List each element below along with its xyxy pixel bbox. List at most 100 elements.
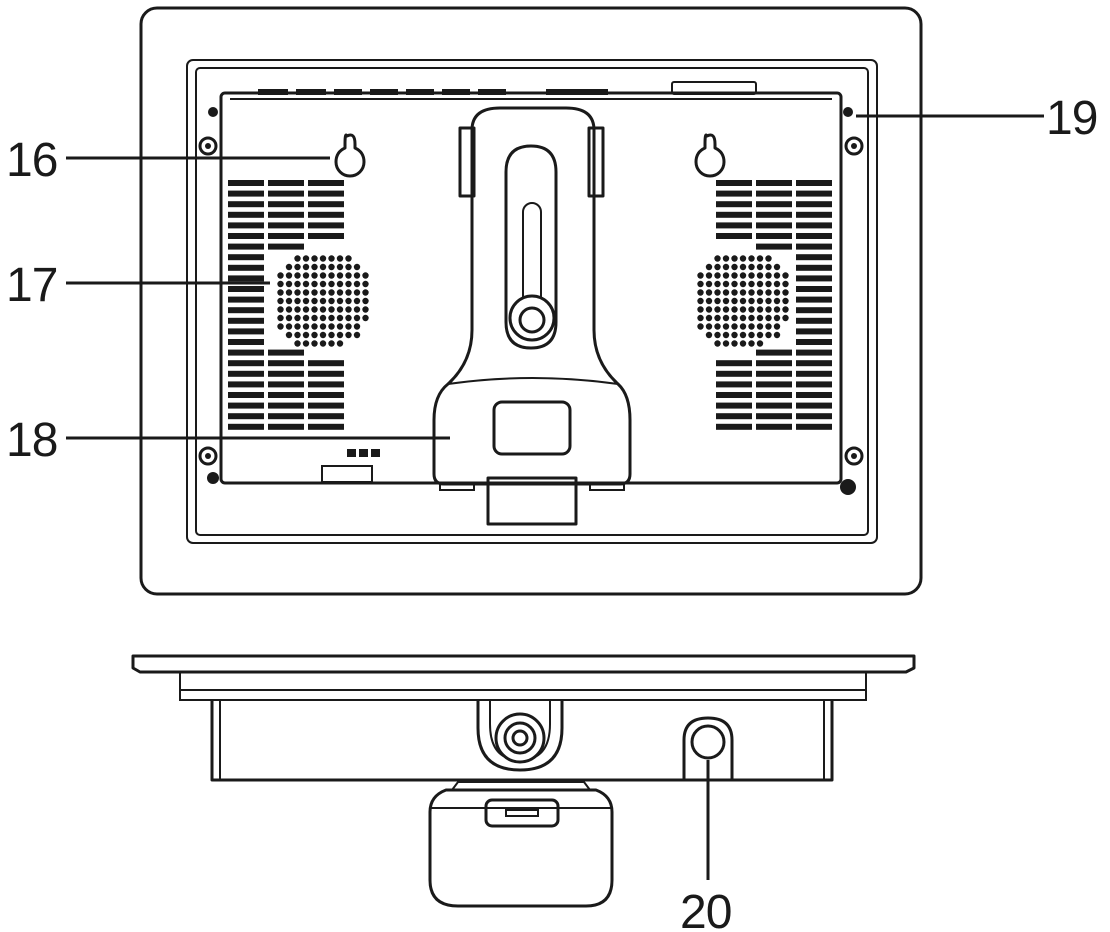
top-ridges	[258, 89, 608, 95]
speaker-hole	[328, 340, 335, 347]
vent-slot	[228, 275, 264, 282]
vent-slot	[796, 349, 832, 356]
vent-slot	[756, 360, 792, 367]
speaker-hole	[345, 272, 352, 279]
speaker-hole	[773, 280, 781, 288]
speaker-hole	[311, 323, 318, 330]
vent-slot	[268, 413, 304, 420]
speaker-hole	[782, 314, 789, 322]
speaker-hole	[353, 272, 361, 279]
speaker-hole	[765, 272, 772, 279]
vent-slot	[268, 423, 304, 430]
speaker-hole	[748, 289, 755, 296]
speaker-hole	[319, 255, 327, 262]
speaker-hole	[756, 306, 764, 313]
speaker-hole	[739, 272, 747, 279]
vent-slot	[308, 381, 344, 388]
speaker-hole	[773, 314, 781, 322]
vent-slot	[308, 360, 344, 367]
screw	[844, 446, 864, 466]
vent-slot	[756, 381, 792, 388]
speaker-hole	[294, 280, 301, 288]
speaker-hole	[353, 280, 361, 288]
vent-slot	[268, 370, 304, 377]
speaker-hole	[782, 297, 789, 305]
vent-slot	[716, 211, 752, 218]
vent-slot	[268, 392, 304, 398]
vent-slot	[228, 392, 264, 398]
speaker-hole	[739, 340, 747, 347]
inner-frame	[186, 59, 878, 544]
speaker-hole	[328, 272, 335, 279]
speaker-hole	[285, 289, 293, 296]
speaker-hole	[294, 263, 301, 271]
vent-slot	[796, 413, 832, 420]
dc-jack-port	[682, 716, 734, 780]
speaker-hole	[697, 314, 704, 322]
speaker-hole	[731, 255, 738, 262]
speaker-hole	[277, 280, 284, 288]
speaker-hole	[731, 297, 738, 305]
vent-slot	[308, 370, 344, 377]
vent-slot	[796, 275, 832, 282]
speaker-hole	[722, 323, 730, 330]
speaker-hole	[294, 323, 301, 330]
vent-slot	[228, 286, 264, 292]
speaker-hole	[765, 331, 772, 339]
vent-slot	[796, 180, 832, 186]
speaker-hole	[765, 314, 772, 322]
vent-slot	[268, 180, 304, 186]
stand-knob	[508, 294, 556, 342]
speaker-hole	[731, 289, 738, 296]
stand-slot	[504, 144, 558, 350]
pivot	[494, 712, 546, 764]
speaker-hole	[773, 289, 781, 296]
vent-slot	[796, 211, 832, 218]
vent-slot	[268, 381, 304, 388]
speaker-hole	[739, 280, 747, 288]
speaker-hole	[714, 314, 721, 322]
vent-slot	[228, 370, 264, 377]
speaker-hole	[353, 331, 361, 339]
speaker-hole	[319, 323, 327, 330]
speaker-hole	[353, 306, 361, 313]
speaker-hole	[285, 272, 293, 279]
speaker-hole	[714, 255, 721, 262]
speaker-hole	[722, 263, 730, 271]
vent-slot	[796, 254, 832, 261]
speaker-hole	[765, 289, 772, 296]
speaker-hole	[362, 280, 369, 288]
speaker-hole	[748, 323, 755, 330]
speaker-hole	[353, 323, 361, 330]
speaker-hole	[336, 289, 344, 296]
speaker-hole	[285, 263, 293, 271]
vent-slot	[756, 413, 792, 420]
speaker-hole	[353, 289, 361, 296]
vent-slot	[308, 201, 344, 208]
vent-slot	[756, 243, 792, 250]
speaker-hole	[705, 331, 713, 339]
speaker-hole	[302, 289, 310, 296]
speaker-hole	[782, 306, 789, 313]
vent-slot	[228, 190, 264, 197]
speaker-hole	[748, 340, 755, 347]
callout-labels: 16 17 18 19 20	[6, 92, 1098, 932]
speaker-hole	[345, 297, 352, 305]
speaker-hole	[294, 289, 301, 296]
vent-slot	[716, 402, 752, 409]
speaker-hole	[336, 314, 344, 322]
speaker-hole	[285, 323, 293, 330]
speaker-hole	[362, 314, 369, 322]
speaker-hole	[765, 255, 772, 262]
vent-slot	[228, 307, 264, 314]
speaker-hole	[722, 340, 730, 347]
speaker-hole	[748, 306, 755, 313]
speaker-hole	[328, 314, 335, 322]
side-frame	[131, 654, 916, 674]
vent-slot	[228, 317, 264, 324]
vent-slot	[796, 402, 832, 409]
vent-slot	[228, 381, 264, 388]
vent-slot	[756, 190, 792, 197]
speaker-hole	[731, 272, 738, 279]
speaker-hole	[705, 306, 713, 313]
